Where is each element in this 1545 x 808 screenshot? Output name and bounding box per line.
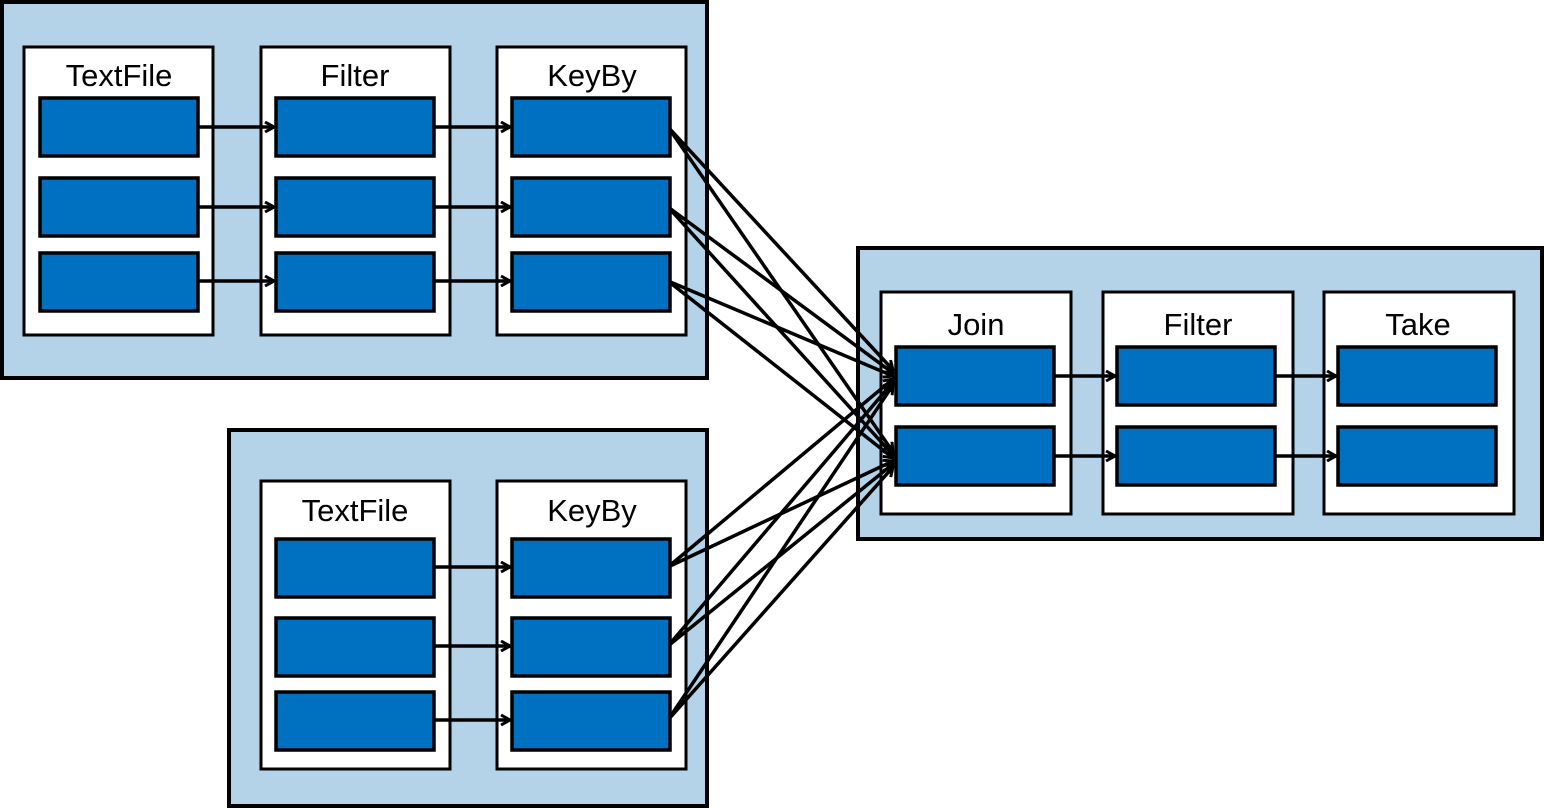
operator-label: KeyBy xyxy=(547,493,637,528)
partition-block xyxy=(38,251,200,313)
partition-block xyxy=(510,690,672,752)
shuffle-arrow xyxy=(666,385,893,721)
shuffle-arrow xyxy=(666,379,893,569)
partition-block xyxy=(274,96,436,158)
operator-label: Join xyxy=(948,307,1005,342)
partition-block xyxy=(510,537,672,599)
partition-block xyxy=(894,425,1056,487)
partition-block xyxy=(1115,345,1277,407)
partition-block xyxy=(894,345,1056,407)
shuffle-arrow xyxy=(666,205,893,373)
shuffle-arrow xyxy=(667,279,893,376)
partition-block xyxy=(510,616,672,678)
partition-block xyxy=(274,616,436,678)
operator-label: TextFile xyxy=(66,58,173,93)
partition-block xyxy=(274,251,436,313)
partition-block xyxy=(274,690,436,752)
shuffle-arrow xyxy=(666,382,893,648)
operator-label: TextFile xyxy=(302,493,409,528)
operator-label: Take xyxy=(1385,307,1450,342)
partition-block xyxy=(38,176,200,238)
shuffle-arrow xyxy=(666,125,893,370)
partition-block xyxy=(274,537,436,599)
partition-block xyxy=(38,96,200,158)
operator-label: Filter xyxy=(1164,307,1233,342)
shuffle-arrow xyxy=(666,467,893,722)
shuffle-arrow xyxy=(666,205,893,455)
partition-block xyxy=(1336,425,1498,487)
partition-block xyxy=(274,176,436,238)
operator-label: KeyBy xyxy=(547,58,637,93)
partition-block xyxy=(510,176,672,238)
partition-block xyxy=(1115,425,1277,487)
operator-label: Filter xyxy=(321,58,390,93)
partition-block xyxy=(510,96,672,158)
partition-block xyxy=(1336,345,1498,407)
partition-block xyxy=(510,251,672,313)
